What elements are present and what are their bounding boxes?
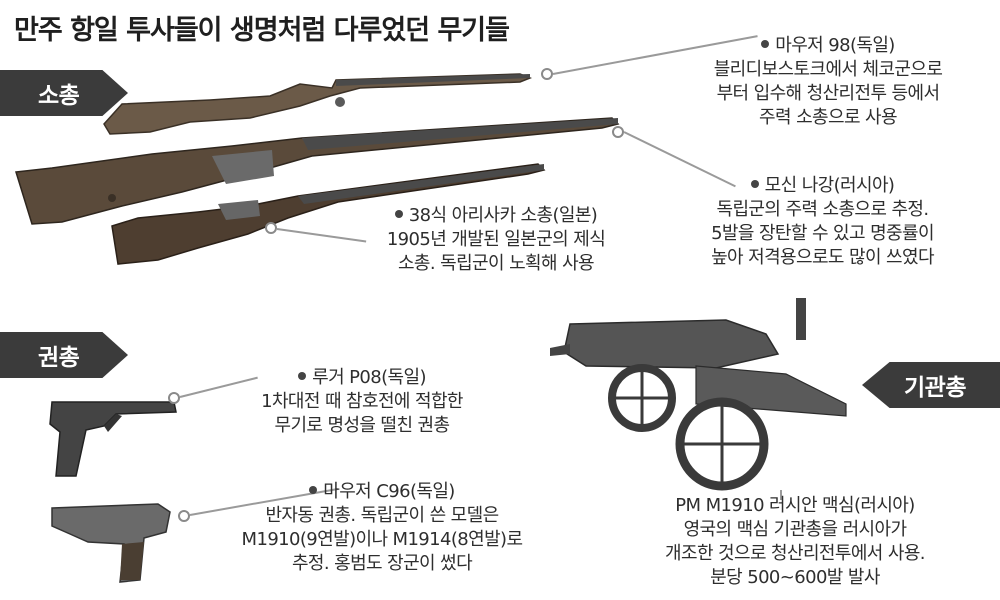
callout-dot-mauser-98	[541, 68, 553, 80]
callout-line-pm-m1910	[780, 490, 782, 500]
mauser-c96-pistol-image	[51, 503, 171, 583]
callout-dot-luger-p08	[168, 392, 180, 404]
caption-arisaka-38: 38식 아리사카 소총(일본) 1905년 개발된 일본군의 제식 소총. 독립…	[346, 204, 646, 276]
category-tag-label: 권총	[38, 345, 80, 371]
caption-mosin-nagant: 모신 나강(러시아) 독립군의 주력 소총으로 추정. 5발을 장탄할 수 있고…	[670, 174, 975, 270]
caption-pm-m1910: PM M1910 러시안 맥심(러시아) 영국의 맥심 기관총을 러시아가 개조…	[630, 494, 960, 590]
callout-dot-arisaka-38	[265, 222, 277, 234]
weapon-name: 마우저 98(독일)	[775, 35, 895, 56]
weapon-description: 1905년 개발된 일본군의 제식 소총. 독립군이 노획해 사용	[386, 229, 606, 274]
arisaka-38-rifle-image	[111, 163, 546, 265]
weapon-name: 모신 나강(러시아)	[764, 175, 895, 196]
weapon-name: PM M1910 러시안 맥심(러시아)	[675, 495, 915, 516]
callout-dot-mosin-nagant	[612, 126, 624, 138]
bullet-dot	[750, 180, 759, 188]
bullet-dot	[394, 210, 403, 218]
bullet-dot	[298, 372, 307, 380]
bullet-dot	[309, 486, 318, 494]
weapon-name: 38식 아리사카 소총(일본)	[408, 205, 598, 226]
caption-luger-p08: 루거 P08(독일) 1차대전 때 참호전에 적합한 무기로 명성을 떨친 권총	[222, 366, 502, 438]
weapon-description: 독립군의 주력 소총으로 추정. 5발을 장탄할 수 있고 명중률이 높아 저격…	[711, 199, 934, 268]
weapon-description: 반자동 권총. 독립군이 쓴 모델은 M1910(9연발)이나 M1914(8연…	[241, 505, 524, 574]
mauser-98-rifle-image	[103, 73, 533, 135]
callout-dot-mauser-c96	[178, 510, 190, 522]
caption-mauser-c96: 마우저 C96(독일) 반자동 권총. 독립군이 쓴 모델은 M1910(9연발…	[222, 480, 542, 576]
mosin-nagant-rifle-image	[15, 117, 620, 225]
category-tag-label: 기관총	[904, 375, 966, 401]
category-tag-pistol: 권총	[0, 332, 128, 378]
caption-mauser-98: 마우저 98(독일) 블리디보스토크에서 체코군으로 부터 입수해 청산리전투 …	[678, 34, 978, 130]
pm-m1910-machine-gun-image	[550, 298, 847, 491]
weapon-description: 블리디보스토크에서 체코군으로 부터 입수해 청산리전투 등에서 주력 소총으로…	[713, 59, 943, 128]
weapon-name: 루거 P08(독일)	[312, 367, 426, 388]
category-tag-rifle: 소총	[0, 70, 128, 116]
weapon-description: 영국의 맥심 기관총을 러시아가 개조한 것으로 청산리전투에서 사용. 분당 …	[665, 519, 925, 588]
luger-p08-pistol-image	[49, 401, 177, 477]
category-tag-machine-gun: 기관총	[862, 362, 1000, 408]
weapon-name: 마우저 C96(독일)	[323, 481, 455, 502]
category-tag-label: 소총	[38, 83, 80, 109]
bullet-dot	[761, 40, 770, 48]
weapon-description: 1차대전 때 참호전에 적합한 무기로 명성을 떨친 권총	[261, 391, 463, 436]
page-title: 만주 항일 투사들이 생명처럼 다루었던 무기들	[14, 15, 510, 46]
